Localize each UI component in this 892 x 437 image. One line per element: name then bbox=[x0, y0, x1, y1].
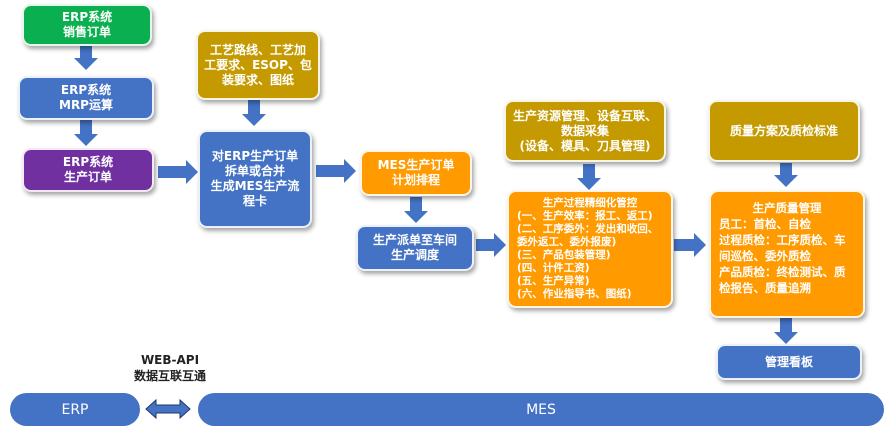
arrow-erp-mes-bidirectional bbox=[145, 398, 191, 420]
arrow-quality-to-kanban bbox=[774, 318, 798, 344]
node-text: (六、作业指导书、图纸) bbox=[517, 288, 632, 300]
node-text: 生成MES生产流 bbox=[210, 179, 300, 193]
node-text: MES生产订单 bbox=[377, 158, 455, 172]
erp-bar-label: ERP bbox=[61, 401, 89, 418]
erp-production-order-node: ERP系统 生产订单 bbox=[22, 148, 154, 192]
node-text: 生产订单 bbox=[63, 170, 112, 184]
mes-bar-label: MES bbox=[526, 401, 556, 418]
node-text: 质量方案及质检标准 bbox=[729, 123, 838, 138]
mes-plan-node: MES生产订单 计划排程 bbox=[360, 150, 472, 196]
node-text: 检报告、质量追溯 bbox=[719, 281, 811, 295]
node-text: ERP系统 bbox=[62, 155, 114, 169]
split-merge-order-node: 对ERP生产订单 拆单或合并 生成MES生产流 程卡 bbox=[198, 130, 312, 228]
process-route-node: 工艺路线、工艺加 工要求、ESOP、包 装要求、图纸 bbox=[196, 30, 320, 100]
node-text: ERP系统 bbox=[60, 83, 112, 97]
quality-standard-node: 质量方案及质检标准 bbox=[708, 100, 860, 162]
api-line-1: WEB-API bbox=[140, 353, 200, 367]
node-text: 拆单或合并 bbox=[224, 164, 285, 178]
process-control-node: 生产过程精细化管控 (一、生产效率：报工、返工) (二、工序委外：发出和收回、 … bbox=[507, 190, 673, 308]
quality-management-node: 生产质量管理 员工：首检、自检 过程质检：工序质检、车 间巡检、委外质检 产品质… bbox=[709, 190, 865, 318]
node-text: 工要求、ESOP、包 bbox=[204, 57, 312, 72]
arrow-split-to-plan bbox=[316, 159, 356, 183]
node-text: 工艺路线、工艺加 bbox=[209, 42, 306, 57]
node-text: 间巡检、委外质检 bbox=[719, 249, 811, 263]
node-text: (四、计件工资) bbox=[517, 262, 590, 274]
erp-mrp-node: ERP系统 MRP运算 bbox=[18, 76, 154, 120]
arrow-prod-to-split bbox=[158, 160, 198, 184]
node-text: 计划排程 bbox=[391, 173, 440, 187]
node-text: 产品质检：终检测试、质 bbox=[719, 265, 846, 279]
node-text: 销售订单 bbox=[62, 25, 111, 39]
node-text: 数据采集 bbox=[560, 123, 609, 138]
web-api-label: WEB-API 数据互联互通 bbox=[120, 352, 220, 384]
arrow-route-to-split bbox=[242, 100, 266, 126]
node-text: 程卡 bbox=[242, 194, 267, 208]
arrow-resource-to-control bbox=[577, 164, 601, 190]
node-text: 管理看板 bbox=[764, 354, 813, 369]
node-text: (一、生产效率：报工、返工) bbox=[517, 210, 653, 222]
node-text: 对ERP生产订单 bbox=[211, 149, 299, 163]
arrow-mrp-to-prod bbox=[74, 120, 98, 146]
arrow-std-to-quality bbox=[774, 163, 798, 187]
node-text: (二、工序委外：发出和收回、 bbox=[517, 223, 659, 235]
node-text: ERP系统 bbox=[61, 10, 113, 24]
erp-bar: ERP bbox=[10, 393, 140, 426]
dispatch-node: 生产派单至车间 生产调度 bbox=[356, 225, 474, 271]
node-text: 装要求、图纸 bbox=[221, 72, 294, 87]
erp-sales-order-node: ERP系统 销售订单 bbox=[22, 4, 152, 46]
node-heading: 生产质量管理 bbox=[752, 201, 822, 215]
resource-management-node: 生产资源管理、设备互联、 数据采集 (设备、模具、刀具管理) bbox=[504, 100, 666, 162]
mes-bar: MES bbox=[198, 393, 884, 426]
arrow-dispatch-to-control bbox=[476, 233, 506, 257]
api-line-2: 数据互联互通 bbox=[133, 369, 206, 383]
node-text: 生产资源管理、设备互联、 bbox=[512, 108, 657, 123]
node-heading: 生产过程精细化管控 bbox=[542, 197, 638, 209]
node-text: MRP运算 bbox=[59, 98, 113, 112]
node-text: 生产调度 bbox=[390, 248, 439, 262]
node-text: 员工：首检、自检 bbox=[719, 217, 811, 231]
arrow-control-to-quality bbox=[674, 233, 706, 257]
node-text: 委外返工、委外报废) bbox=[517, 236, 617, 248]
node-text: (设备、模具、刀具管理) bbox=[519, 138, 651, 153]
arrow-sales-to-mrp bbox=[74, 46, 98, 70]
node-text: (三、产品包装管理) bbox=[517, 249, 611, 261]
node-text: 生产派单至车间 bbox=[372, 233, 457, 247]
dashboard-node: 管理看板 bbox=[716, 344, 862, 380]
node-text: 过程质检：工序质检、车 bbox=[719, 233, 846, 247]
arrow-plan-to-dispatch bbox=[404, 197, 428, 223]
node-text: (五、生产异常) bbox=[517, 275, 590, 287]
